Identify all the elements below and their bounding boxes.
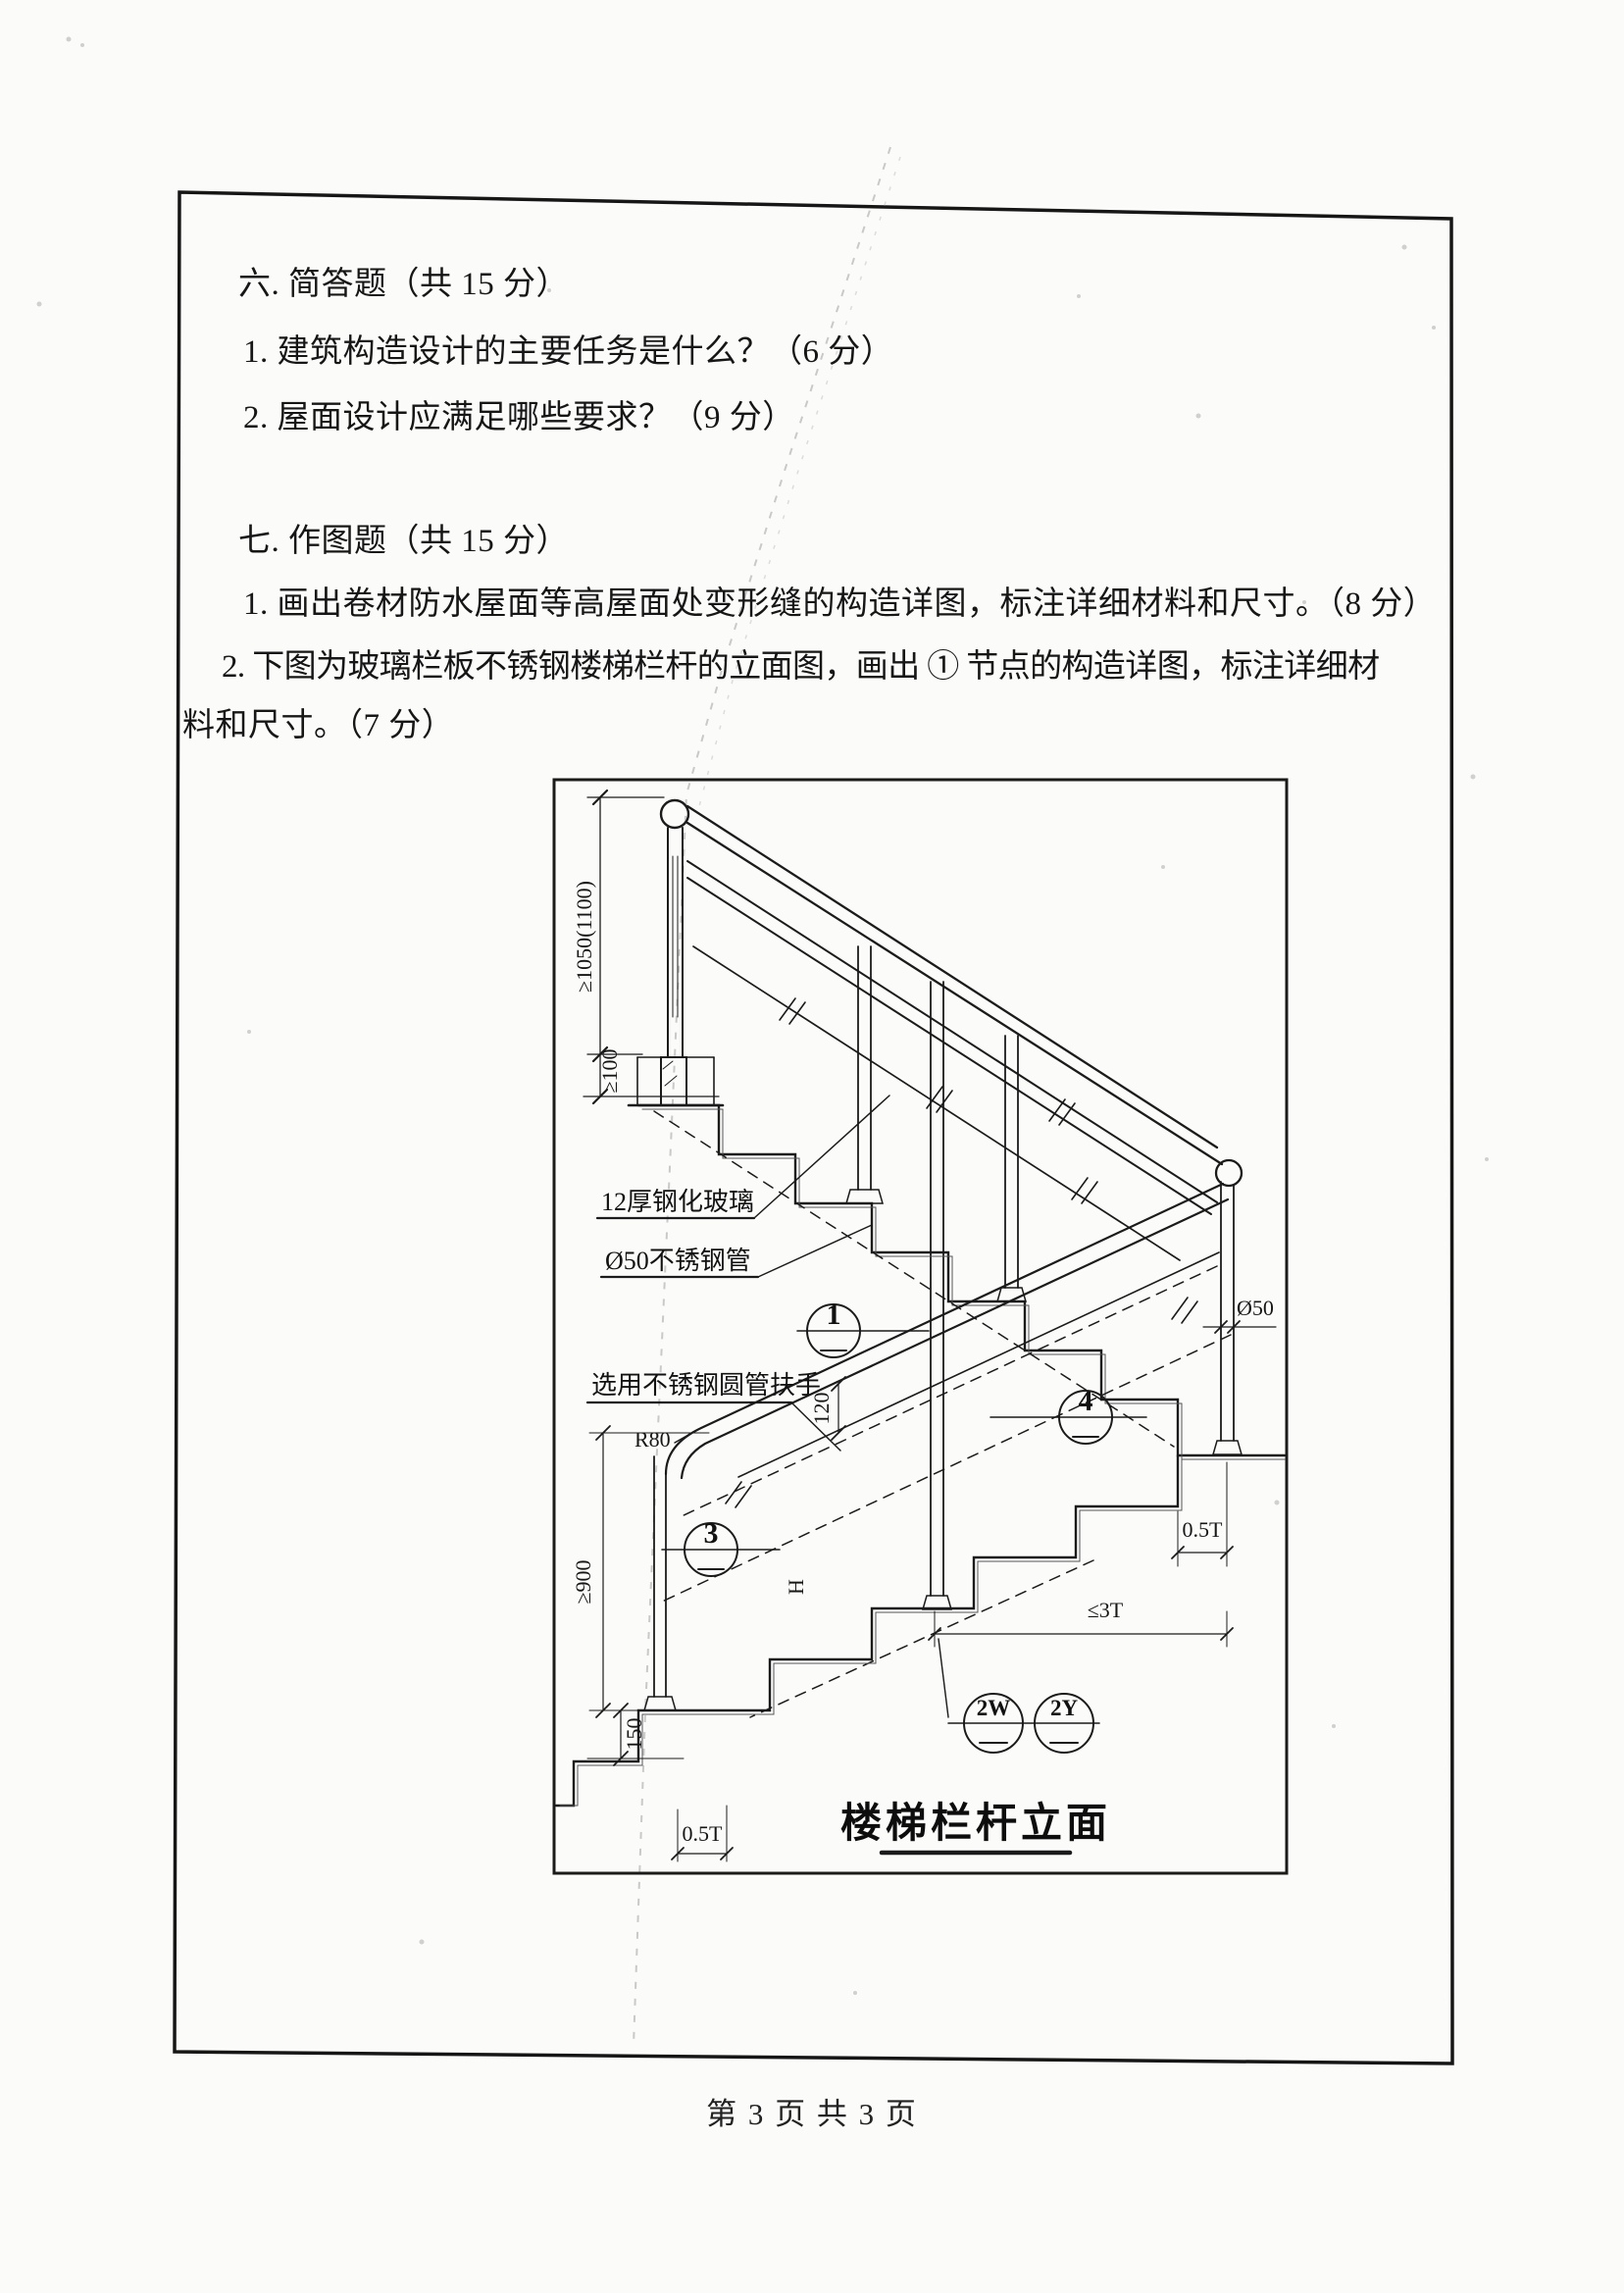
lower-stair-steps xyxy=(554,1453,1180,1808)
dim-900 xyxy=(588,1425,710,1718)
upper-handrail xyxy=(685,804,1243,1188)
dim-150-label: 150 xyxy=(622,1718,646,1751)
dim-half-tread-left xyxy=(671,1805,734,1862)
label-height-var: H xyxy=(784,1579,808,1595)
slope-dashed-lines xyxy=(653,1110,1232,1718)
question-6-2: 2. 屋面设计应满足哪些要求？（9 分） xyxy=(243,400,795,435)
glass-top-edge xyxy=(692,945,1181,1261)
dim-embed-label: ≥100 xyxy=(597,1048,622,1093)
upper-stair-steps xyxy=(636,1103,1287,1457)
dim-120 xyxy=(831,1376,846,1441)
dim-max-spacing xyxy=(928,1610,1234,1648)
node-bubble-4-label: 4 xyxy=(1079,1385,1093,1417)
node-bubble-3 xyxy=(661,1522,781,1577)
question-7-2-line2: 料和尺寸。（7 分） xyxy=(182,708,455,743)
node-bubble-3-label: 3 xyxy=(704,1517,719,1550)
label-pipe-text: Ø50不锈钢管 xyxy=(605,1247,751,1275)
dim-900-label: ≥900 xyxy=(571,1559,595,1604)
stair-railing-elevation-figure: ≥1050(1100) ≥100 xyxy=(552,778,1289,1875)
dim-120-label: 120 xyxy=(809,1393,834,1425)
fold-crease-echo xyxy=(697,156,901,811)
node-bubble-1 xyxy=(796,1303,930,1358)
handrail-elbow xyxy=(1214,1158,1243,1188)
section6-heading: 六. 简答题（共 15 分） xyxy=(238,267,569,302)
node-bubble-4 xyxy=(990,1390,1147,1445)
label-glass xyxy=(595,1095,890,1220)
dim-max-spacing-label: ≤3T xyxy=(1088,1598,1124,1622)
lower-handrail xyxy=(664,1182,1230,1480)
scan-speckles xyxy=(36,36,1489,1995)
dim-half-tread-right xyxy=(1171,1461,1234,1567)
node-bubble-1-label: 1 xyxy=(827,1299,841,1331)
dim-total-height xyxy=(583,789,720,1105)
dim-total-height-label: ≥1050(1100) xyxy=(572,881,596,993)
dim-150 xyxy=(586,1703,685,1766)
far-handrail xyxy=(686,860,1218,1215)
lower-post xyxy=(643,1455,677,1711)
question-7-2-line1: 2. 下图为玻璃栏板不锈钢楼梯栏杆的立面图，画出 ① 节点的构造详图，标注详细材 xyxy=(222,649,1380,685)
figure-title: 楼梯栏杆立面 xyxy=(840,1801,1111,1847)
label-r80-text: R80 xyxy=(634,1427,671,1452)
label-pipe xyxy=(599,1224,873,1279)
railing-posts xyxy=(845,945,1243,1610)
glass-hatch-marks xyxy=(725,997,1198,1508)
dim-post-dia-label: Ø50 xyxy=(1237,1296,1274,1320)
section7-heading: 七. 作图题（共 15 分） xyxy=(238,524,569,559)
dim-half-tread-right-label: 0.5T xyxy=(1183,1517,1224,1542)
bubble-2y-label: 2Y xyxy=(1050,1696,1079,1720)
bubble-2w-label: 2W xyxy=(977,1696,1011,1720)
question-7-1: 1. 画出卷材防水屋面等高屋面处变形缝的构造详图，标注详细材料和尺寸。（8 分） xyxy=(243,586,1437,622)
lower-glass-top-edge xyxy=(737,1251,1220,1478)
label-handrail xyxy=(585,1401,841,1452)
lower-stair-steps-hatch xyxy=(559,1458,1183,1807)
detail-bubbles-2w-2y xyxy=(938,1638,1100,1754)
label-handrail-text: 选用不锈钢圆管扶手 xyxy=(591,1371,821,1400)
question-6-1: 1. 建筑构造设计的主要任务是什么？（6 分） xyxy=(243,334,894,370)
figure-frame xyxy=(552,778,1289,1875)
page-footer: 第 3 页 共 3 页 xyxy=(706,2097,918,2131)
start-post xyxy=(627,798,725,1107)
upper-stair-steps-hatch xyxy=(641,1108,1286,1460)
page-border xyxy=(173,190,1454,2065)
label-glass-text: 12厚钢化玻璃 xyxy=(601,1188,754,1216)
dim-half-tread-left-label: 0.5T xyxy=(683,1821,724,1846)
dim-post-dia xyxy=(1202,1320,1277,1342)
